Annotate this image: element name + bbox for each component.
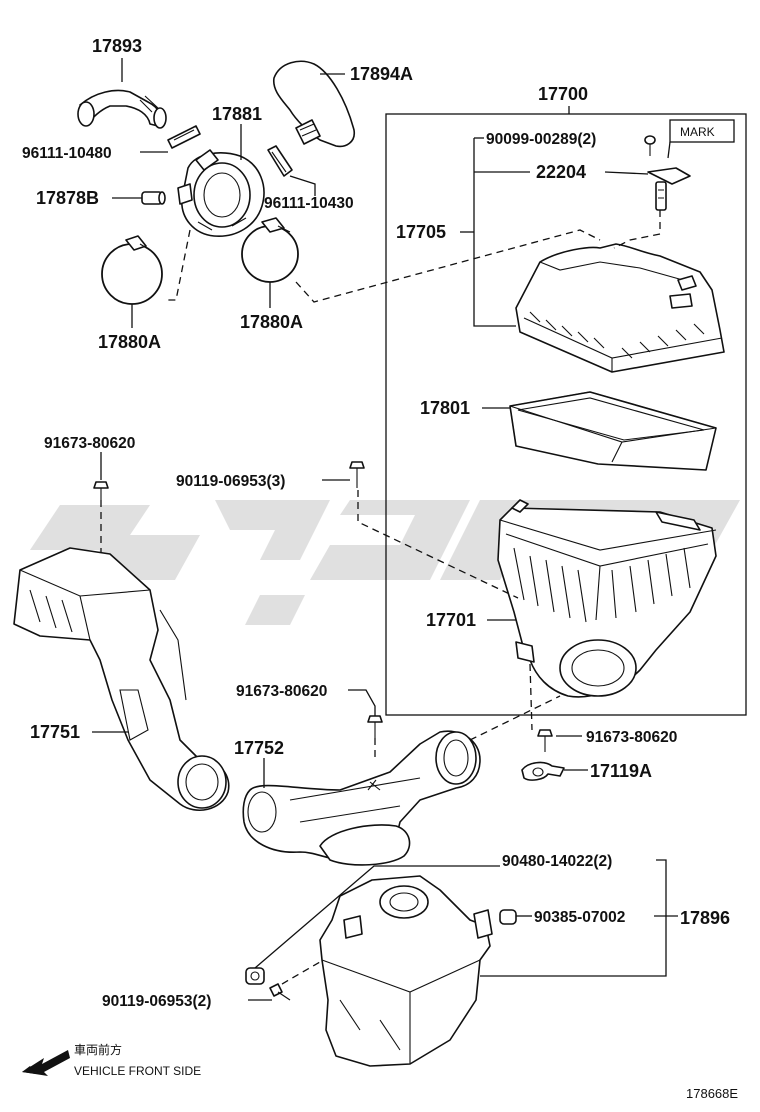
label-90119-06953-3: 90119-06953(3)	[176, 473, 285, 490]
label-17880A-left: 17880A	[98, 332, 161, 352]
part-22204-mass-airflow-sensor	[647, 167, 691, 211]
label-90480-14022: 90480-14022(2)	[502, 853, 612, 870]
mark-label: MARK	[680, 125, 715, 139]
label-96111-10480: 96111-10480	[22, 145, 112, 162]
label-17801: 17801	[420, 398, 470, 418]
mark-callout-box	[669, 119, 735, 143]
part-17894A-cover	[272, 60, 356, 148]
direction-label-en: VEHICLE FRONT SIDE	[74, 1064, 201, 1078]
label-17880A-right: 17880A	[240, 312, 303, 332]
label-90119-06953-2: 90119-06953(2)	[102, 993, 211, 1010]
label-17878B: 17878B	[36, 188, 99, 208]
part-96111-10480-clip	[167, 125, 201, 149]
part-17701-air-cleaner-case	[497, 499, 717, 698]
label-22204: 22204	[536, 162, 586, 182]
part-96111-10430-clip	[267, 145, 293, 177]
part-17119A-bracket	[521, 761, 565, 781]
part-17705-air-cleaner-cap	[515, 243, 725, 373]
part-90119-06953-bolt-2	[269, 983, 291, 1001]
part-90119-06953-bolt	[349, 461, 365, 488]
part-91673-80620-bolt-c	[537, 729, 553, 752]
part-90099-00289-screw	[644, 135, 656, 156]
label-91673-80620-a: 91673-80620	[44, 435, 135, 452]
label-91673-80620-c: 91673-80620	[586, 729, 677, 746]
direction-label-jp: 車両前方	[74, 1042, 122, 1057]
leader-mark	[667, 141, 671, 159]
label-17894A: 17894A	[350, 64, 413, 84]
part-17752-air-duct	[242, 730, 481, 866]
label-17751: 17751	[30, 722, 80, 742]
part-91673-80620-bolt-b	[367, 715, 383, 738]
label-17893: 17893	[92, 36, 142, 56]
label-17705: 17705	[396, 222, 446, 242]
part-17893-elbow-duct	[77, 89, 167, 129]
part-17896-resonator	[319, 875, 493, 1067]
part-17801-filter-element	[509, 391, 717, 471]
label-17752: 17752	[234, 738, 284, 758]
part-90385-07002-grommet	[499, 909, 517, 925]
label-17119A: 17119A	[590, 761, 652, 781]
label-91673-80620-b: 91673-80620	[236, 683, 327, 700]
label-17896: 17896	[680, 908, 730, 928]
air-cleaner-assembly-frame	[385, 113, 747, 716]
part-17751-inlet-duct	[13, 547, 230, 812]
label-90099-00289: 90099-00289(2)	[486, 131, 596, 148]
label-96111-10430: 96111-10430	[264, 195, 354, 212]
part-17878B-connector	[141, 191, 166, 205]
front-direction-arrow-icon	[22, 1050, 70, 1076]
label-90385-07002: 90385-07002	[534, 909, 625, 926]
part-91673-80620-bolt-a	[93, 481, 109, 500]
label-17881: 17881	[212, 104, 262, 124]
part-17880A-clamp-right	[241, 217, 299, 283]
part-17881-adapter	[177, 149, 265, 237]
diagram-code: 178668E	[686, 1086, 738, 1101]
part-17880A-clamp-left	[101, 235, 163, 305]
label-17701: 17701	[426, 610, 476, 630]
label-17700: 17700	[538, 84, 588, 104]
part-90480-14022-grommet	[245, 967, 265, 985]
